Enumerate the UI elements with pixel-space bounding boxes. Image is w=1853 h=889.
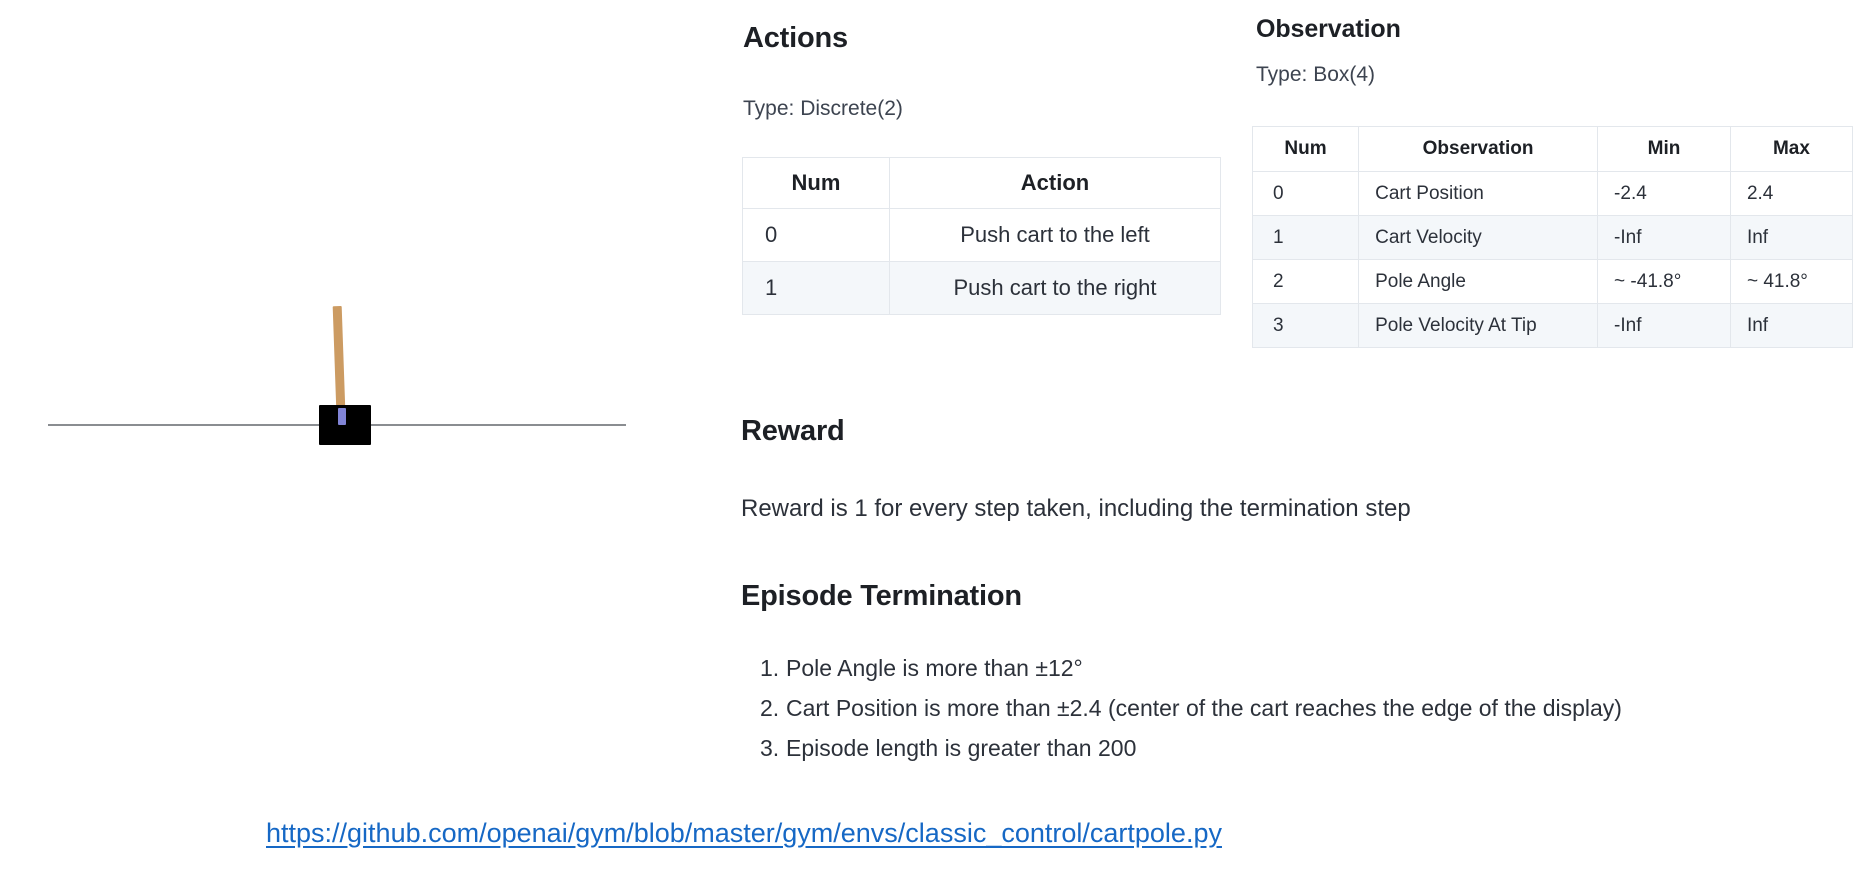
- list-item: 2.Cart Position is more than ±2.4 (cente…: [760, 688, 1622, 728]
- observation-table: Num Observation Min Max 0 Cart Position …: [1251, 126, 1853, 348]
- actions-type-line: Type: Discrete(2): [743, 97, 903, 120]
- table-row: 0 Cart Position -2.4 2.4: [1251, 171, 1853, 216]
- table-row: 3 Pole Velocity At Tip -Inf Inf: [1251, 303, 1853, 348]
- actions-heading: Actions: [743, 22, 848, 54]
- list-item: 1.Pole Angle is more than ±12°: [760, 648, 1622, 688]
- observation-cell-num: 0: [1251, 171, 1360, 216]
- observation-cell-num: 2: [1251, 259, 1360, 304]
- observation-header-num: Num: [1251, 126, 1360, 172]
- table-header-row: Num Action: [742, 157, 1221, 209]
- observation-cell-max: Inf: [1729, 303, 1853, 348]
- table-header-row: Num Observation Min Max: [1251, 126, 1853, 172]
- actions-cell-num: 1: [742, 261, 890, 315]
- observation-cell-num: 3: [1251, 303, 1360, 348]
- cartpole-illustration: [0, 0, 700, 889]
- observation-cell-name: Pole Velocity At Tip: [1358, 303, 1599, 348]
- reward-heading: Reward: [741, 415, 845, 447]
- observation-cell-min: -Inf: [1597, 215, 1731, 260]
- list-item-number: 1.: [760, 655, 780, 681]
- reward-text: Reward is 1 for every step taken, includ…: [741, 495, 1411, 522]
- observation-header-observation: Observation: [1358, 126, 1599, 172]
- table-row: 1 Cart Velocity -Inf Inf: [1251, 215, 1853, 260]
- observation-cell-name: Pole Angle: [1358, 259, 1599, 304]
- actions-cell-action: Push cart to the right: [889, 261, 1221, 315]
- observation-cell-max: Inf: [1729, 215, 1853, 260]
- list-item-number: 3.: [760, 735, 780, 761]
- observation-cell-min: -2.4: [1597, 171, 1731, 216]
- observation-cell-min: ~ -41.8°: [1597, 259, 1731, 304]
- observation-cell-name: Cart Velocity: [1358, 215, 1599, 260]
- observation-header-max: Max: [1729, 126, 1853, 172]
- actions-cell-num: 0: [742, 208, 890, 262]
- list-item-number: 2.: [760, 695, 780, 721]
- table-row: 0 Push cart to the left: [742, 208, 1221, 262]
- list-item: 3.Episode length is greater than 200: [760, 728, 1622, 768]
- observation-cell-max: 2.4: [1729, 171, 1853, 216]
- actions-header-num: Num: [742, 157, 890, 209]
- actions-section: Actions: [743, 22, 848, 55]
- observation-header-min: Min: [1597, 126, 1731, 172]
- actions-table: Num Action 0 Push cart to the left 1 Pus…: [742, 157, 1221, 315]
- observation-heading: Observation: [1256, 15, 1401, 43]
- table-row: 1 Push cart to the right: [742, 261, 1221, 315]
- observation-cell-max: ~ 41.8°: [1729, 259, 1853, 304]
- table-row: 2 Pole Angle ~ -41.8° ~ 41.8°: [1251, 259, 1853, 304]
- actions-table-wrapper: Num Action 0 Push cart to the left 1 Pus…: [742, 157, 1221, 315]
- actions-header-action: Action: [889, 157, 1221, 209]
- episode-termination-list: 1.Pole Angle is more than ±12° 2.Cart Po…: [760, 648, 1622, 768]
- observation-cell-min: -Inf: [1597, 303, 1731, 348]
- episode-termination-heading: Episode Termination: [741, 580, 1022, 612]
- list-item-text: Cart Position is more than ±2.4 (center …: [786, 695, 1622, 721]
- observation-type-line: Type: Box(4): [1256, 63, 1376, 86]
- observation-cell-name: Cart Position: [1358, 171, 1599, 216]
- pole-axle: [338, 408, 346, 425]
- list-item-text: Episode length is greater than 200: [786, 735, 1137, 761]
- list-item-text: Pole Angle is more than ±12°: [786, 655, 1083, 681]
- observation-cell-num: 1: [1251, 215, 1360, 260]
- source-code-link[interactable]: https://github.com/openai/gym/blob/maste…: [266, 818, 1222, 848]
- observation-table-wrapper: Num Observation Min Max 0 Cart Position …: [1251, 126, 1853, 348]
- actions-cell-action: Push cart to the left: [889, 208, 1221, 262]
